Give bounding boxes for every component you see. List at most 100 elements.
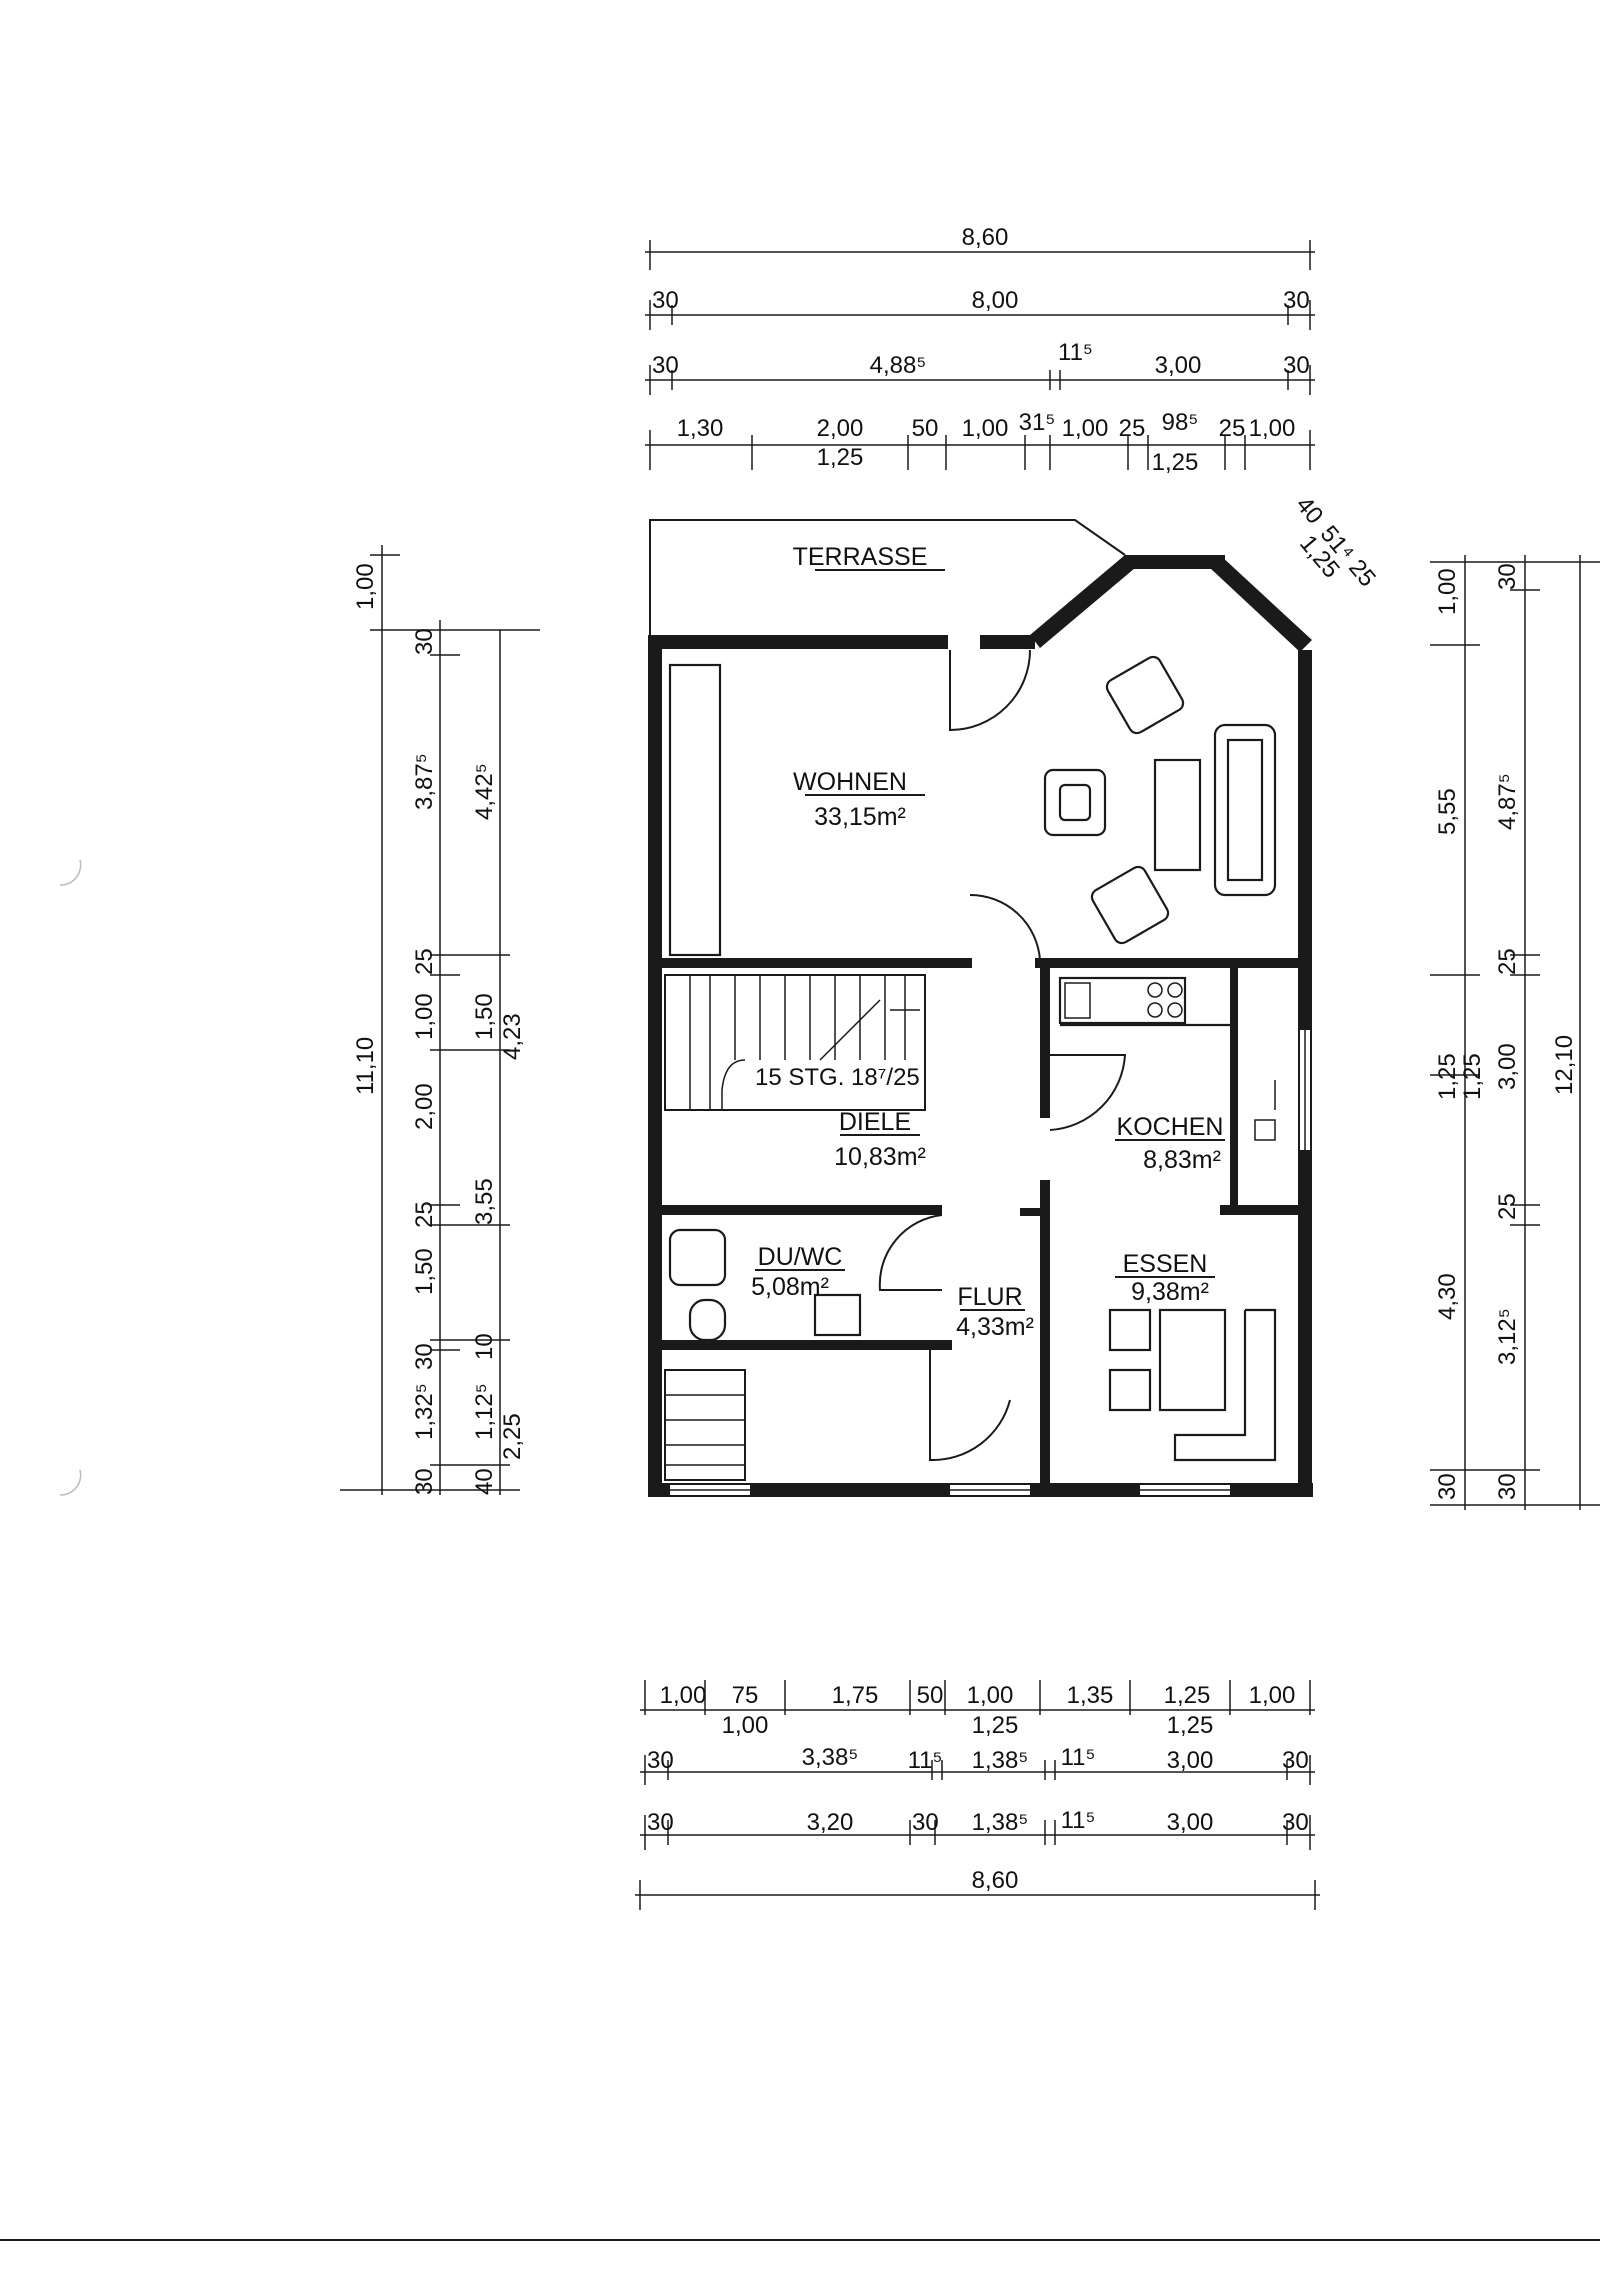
room-essen-name: ESSEN bbox=[1123, 1250, 1208, 1278]
dim-bot-r1-1: 75 bbox=[732, 1682, 759, 1709]
dim-left-c1-2: 3,87⁵ bbox=[411, 753, 438, 810]
dim-bay-0: 40 bbox=[1290, 492, 1328, 530]
room-essen-area: 9,38m² bbox=[1131, 1278, 1209, 1306]
dim-bot-r1-sub-1: 1,25 bbox=[972, 1712, 1019, 1739]
room-flur-area: 4,33m² bbox=[956, 1313, 1034, 1341]
room-diele-area: 10,83m² bbox=[834, 1143, 926, 1171]
dim-bot-r2-5: 3,00 bbox=[1167, 1747, 1214, 1774]
dim-top-r4-1: 2,00 bbox=[817, 415, 864, 442]
dim-bay-3: 25 bbox=[1343, 554, 1381, 592]
dim-bot-r2-3: 1,38⁵ bbox=[972, 1747, 1029, 1774]
dim-right-c2-1: 4,87⁵ bbox=[1494, 773, 1521, 830]
dim-bot-r3-3: 1,38⁵ bbox=[972, 1809, 1029, 1836]
dim-left-c1-9: 1,32⁵ bbox=[411, 1383, 438, 1440]
dim-right-c1-1: 5,55 bbox=[1434, 788, 1461, 835]
dim-right-c2-4: 25 bbox=[1494, 1193, 1521, 1220]
walls bbox=[648, 519, 1313, 1497]
stairs-label: 15 STG. 18⁷/25 bbox=[755, 1064, 920, 1091]
punch-hole-1 bbox=[59, 859, 82, 886]
furniture bbox=[668, 655, 1277, 1462]
dim-top-r3-1: 4,88⁵ bbox=[870, 352, 927, 379]
dim-left-c2-6: 2,25 bbox=[499, 1413, 526, 1460]
dim-top-r2-0: 30 bbox=[652, 287, 679, 314]
right-dimension-chain: 1,00 5,55 1,25 1,25 4,30 30 30 4,87⁵ 25 … bbox=[1430, 555, 1600, 1510]
dim-bot-r1-0: 1,00 bbox=[660, 1682, 707, 1709]
dim-top-r4-sub-1: 1,25 bbox=[1152, 449, 1199, 476]
dim-bot-r3-1: 3,20 bbox=[807, 1809, 854, 1836]
dim-top-r4-5: 1,00 bbox=[1062, 415, 1109, 442]
room-flur-name: FLUR bbox=[957, 1283, 1022, 1311]
dim-bot-r1-7: 1,00 bbox=[1249, 1682, 1296, 1709]
dim-right-c2-0: 30 bbox=[1494, 563, 1521, 590]
room-duwc-area: 5,08m² bbox=[751, 1273, 829, 1301]
dim-left-c1-0: 1,00 bbox=[352, 563, 379, 610]
dim-left-c2-3: 3,55 bbox=[471, 1178, 498, 1225]
dim-right-c1-4: 30 bbox=[1434, 1473, 1461, 1500]
dim-bot-r1-5: 1,35 bbox=[1067, 1682, 1114, 1709]
dim-left-c1-10: 30 bbox=[411, 1468, 438, 1495]
room-terrasse-name: TERRASSE bbox=[793, 543, 928, 571]
dim-left-c1-1: 30 bbox=[411, 628, 438, 655]
dim-bot-r1-6: 1,25 bbox=[1164, 1682, 1211, 1709]
dim-bot-r1-4: 1,00 bbox=[967, 1682, 1014, 1709]
dim-left-total: 11,10 bbox=[352, 1037, 379, 1095]
dim-bot-r2-0: 30 bbox=[647, 1747, 674, 1774]
dim-right-c1-2: 1,25 bbox=[1434, 1053, 1461, 1100]
dim-top-r4-9: 1,00 bbox=[1249, 415, 1296, 442]
dim-bot-r3-4: 11⁵ bbox=[1061, 1807, 1096, 1834]
dim-top-r3-3: 3,00 bbox=[1155, 352, 1202, 379]
dim-right-c2-6: 30 bbox=[1494, 1473, 1521, 1500]
dim-top-total: 8,60 bbox=[962, 224, 1009, 251]
dim-left-c1-5: 2,00 bbox=[411, 1083, 438, 1130]
bottom-dimension-chain: 1,00 75 1,75 50 1,00 1,35 1,25 1,00 1,00… bbox=[635, 1680, 1320, 1910]
dim-left-c1-7: 1,50 bbox=[411, 1248, 438, 1295]
dim-bot-r3-5: 3,00 bbox=[1167, 1809, 1214, 1836]
dim-left-c2-1: 1,50 bbox=[471, 993, 498, 1040]
top-dimension-chain: 8,60 30 8,00 30 30 4,88⁵ 11⁵ 3,00 30 1,3… bbox=[645, 224, 1315, 476]
dim-bot-r1-3: 50 bbox=[917, 1682, 944, 1709]
dim-top-r4-7: 98⁵ bbox=[1162, 409, 1199, 436]
dim-left-c2-2: 4,23 bbox=[499, 1013, 526, 1060]
dim-right-c1-3: 4,30 bbox=[1434, 1273, 1461, 1320]
dim-top-r4-sub-0: 1,25 bbox=[817, 444, 864, 471]
dim-bot-r2-6: 30 bbox=[1282, 1747, 1309, 1774]
dim-bot-total: 8,60 bbox=[972, 1867, 1019, 1894]
dim-top-r2-1: 8,00 bbox=[972, 287, 1019, 314]
dim-right-c2-5: 3,12⁵ bbox=[1494, 1308, 1521, 1365]
dim-bot-r3-6: 30 bbox=[1282, 1809, 1309, 1836]
dim-left-c1-4: 1,00 bbox=[411, 993, 438, 1040]
dim-left-c1-6: 25 bbox=[411, 1201, 438, 1228]
dim-top-r4-0: 1,30 bbox=[677, 415, 724, 442]
dim-bot-r3-2: 30 bbox=[912, 1809, 939, 1836]
staircase bbox=[664, 974, 926, 1481]
dim-right-c1-0: 1,00 bbox=[1434, 568, 1461, 615]
dim-top-r4-6: 25 bbox=[1119, 415, 1146, 442]
room-kochen-name: KOCHEN bbox=[1117, 1113, 1224, 1141]
dim-left-c2-7: 40 bbox=[471, 1468, 498, 1495]
dim-bot-r2-2: 11⁵ bbox=[908, 1747, 943, 1774]
dim-right-c1-sub: 1,25 bbox=[1459, 1053, 1486, 1100]
dim-top-r4-2: 50 bbox=[912, 415, 939, 442]
dim-right-c2-2: 25 bbox=[1494, 948, 1521, 975]
dim-bot-r1-sub-0: 1,00 bbox=[722, 1712, 769, 1739]
left-dimension-chain: 1,00 30 3,87⁵ 25 1,00 2,00 25 1,50 30 1,… bbox=[340, 545, 540, 1495]
dim-top-r4-4: 31⁵ bbox=[1019, 409, 1056, 436]
dim-left-c2-5: 1,12⁵ bbox=[471, 1383, 498, 1440]
dim-top-r3-2: 11⁵ bbox=[1058, 339, 1093, 366]
dim-bot-r1-2: 1,75 bbox=[832, 1682, 879, 1709]
dim-top-r4-3: 1,00 bbox=[962, 415, 1009, 442]
dim-top-r3-4: 30 bbox=[1283, 352, 1310, 379]
dim-top-r4-8: 25 bbox=[1219, 415, 1246, 442]
bay-dimensions: 40 51⁴ 1,25 25 bbox=[1290, 492, 1381, 593]
dim-right-c2-3: 3,00 bbox=[1494, 1043, 1521, 1090]
dim-left-c2-4: 10 bbox=[471, 1333, 498, 1360]
room-wohnen-name: WOHNEN bbox=[793, 768, 907, 796]
room-kochen-area: 8,83m² bbox=[1143, 1146, 1221, 1174]
dim-left-c2-0: 4,42⁵ bbox=[471, 763, 498, 820]
dim-left-c1-8: 30 bbox=[411, 1343, 438, 1370]
dim-top-r3-0: 30 bbox=[652, 352, 679, 379]
dim-top-r2-2: 30 bbox=[1283, 287, 1310, 314]
room-diele-name: DIELE bbox=[839, 1108, 911, 1136]
dim-bot-r3-0: 30 bbox=[647, 1809, 674, 1836]
